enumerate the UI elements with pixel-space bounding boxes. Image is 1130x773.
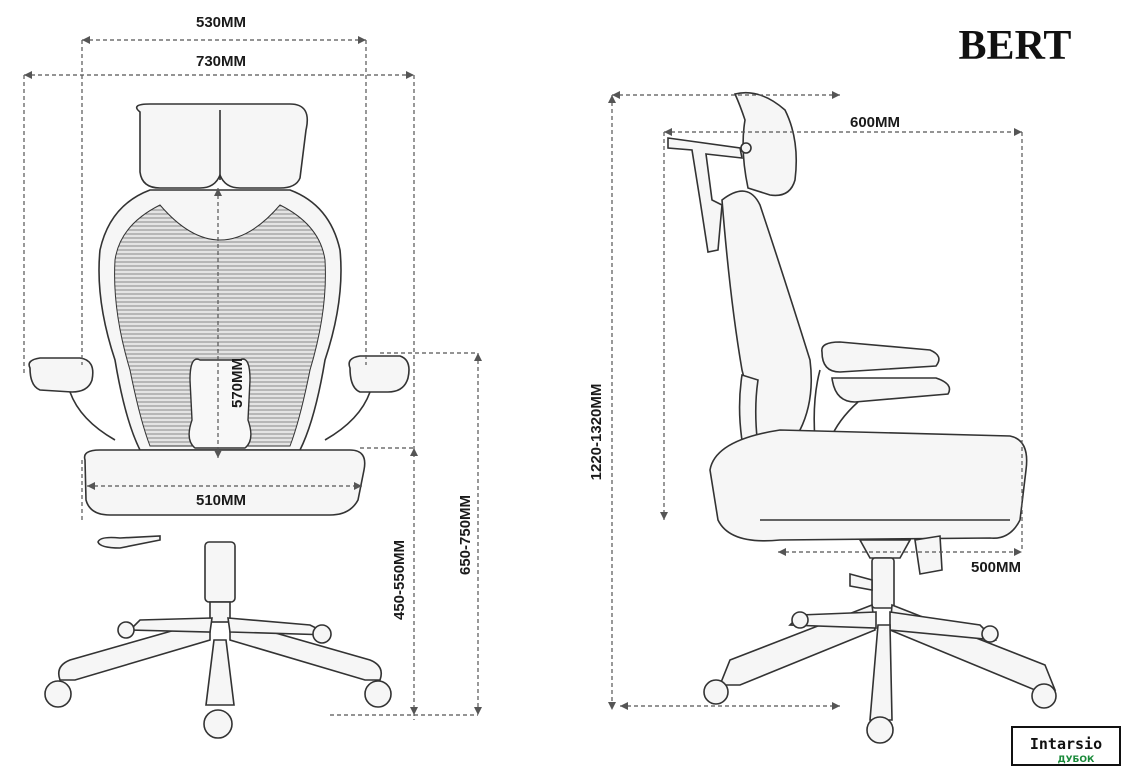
front-lumbar-support [188, 358, 252, 449]
dim-top-width: 530MM [196, 14, 246, 31]
front-caster [44, 680, 72, 708]
front-height-lever [97, 535, 161, 549]
dim-seat-height: 450-550MM [391, 540, 408, 620]
dim-seat-depth: 500MM [971, 559, 1021, 576]
side-seat [709, 429, 1028, 542]
front-armrest-right [348, 355, 410, 393]
logo-name: Intarsio [1030, 735, 1102, 753]
side-backrest [721, 190, 813, 457]
side-headrest [733, 91, 798, 197]
intarsio-logo: Intarsio ДУБОК [1011, 726, 1121, 766]
logo-sub: ДУБОК [1058, 755, 1095, 765]
side-gas-cylinder [871, 557, 895, 609]
side-tilt-knob [914, 535, 943, 575]
front-view: 530MM 730MM 570MM 510MM 450-550MM 650-75… [23, 14, 482, 739]
dim-overall-width: 730MM [196, 53, 246, 70]
front-armrest-left [28, 357, 94, 393]
front-base [57, 618, 211, 681]
side-armrest [821, 341, 940, 373]
dim-armrest-height: 650-750MM [457, 495, 474, 575]
dim-seat-width: 510MM [196, 492, 246, 509]
dim-overall-height: 1220-1320MM [588, 384, 605, 481]
dim-depth: 600MM [850, 114, 900, 131]
dim-backrest-height: 570MM [229, 358, 246, 408]
side-view: 600MM 1220-1320MM 500MM [588, 91, 1057, 744]
side-caster [703, 679, 729, 705]
front-headrest [135, 103, 309, 189]
front-seat [83, 449, 366, 516]
front-gas-cylinder [204, 541, 236, 603]
product-title: BERT [959, 23, 1072, 69]
front-backrest-mesh [114, 204, 326, 447]
